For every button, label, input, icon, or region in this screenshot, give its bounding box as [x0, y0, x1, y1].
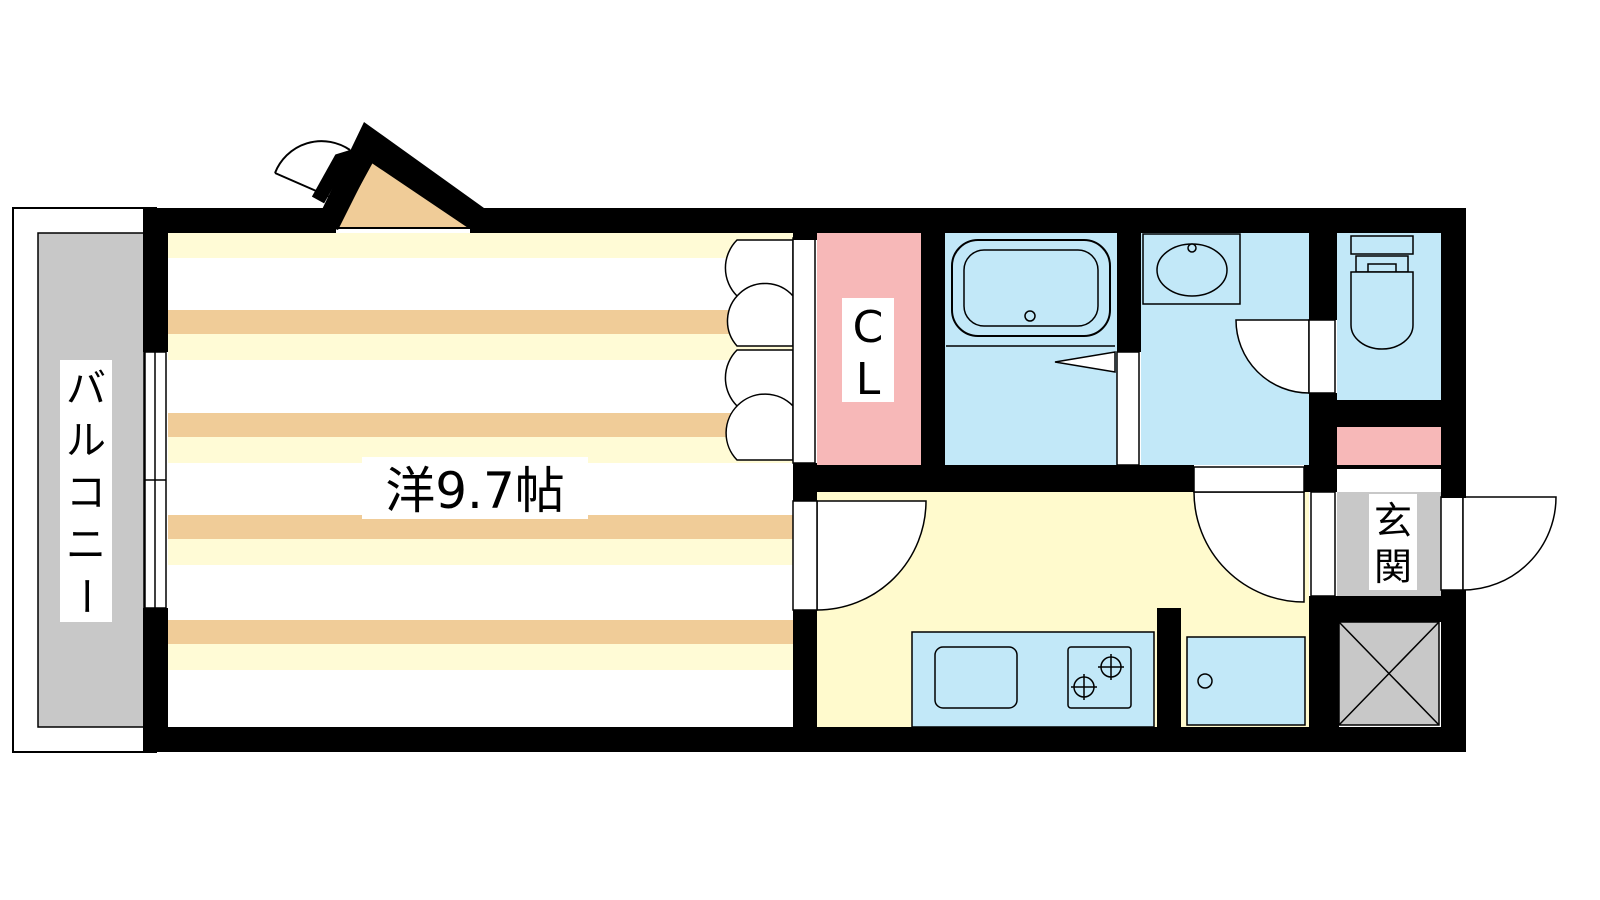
- washer-outlet: [1197, 673, 1213, 689]
- toilet-hinge-detail: [1367, 263, 1397, 273]
- wall: [143, 208, 336, 233]
- wall: [470, 208, 1466, 233]
- bathtub-inner: [963, 249, 1099, 327]
- balcony-label-char-5: ー: [62, 576, 108, 616]
- kitchen: [792, 466, 1309, 728]
- bay-window: [274, 122, 484, 230]
- wall: [1309, 596, 1466, 622]
- toilet-tank: [1350, 235, 1414, 255]
- floor-stripe: [168, 539, 793, 565]
- entrance-inner-frame: [1310, 491, 1336, 597]
- floor-stripe: [168, 334, 793, 360]
- closet-label-bg: [842, 298, 894, 402]
- wall: [143, 608, 168, 752]
- floor-stripe: [168, 620, 793, 644]
- storage-closet: [1338, 621, 1440, 726]
- toilet-room: [1337, 232, 1441, 400]
- wall: [1337, 465, 1441, 469]
- wall: [793, 208, 817, 240]
- closet-label-c: C: [853, 302, 884, 353]
- kitchen-door-swing: [816, 500, 927, 611]
- room-label-bg: [362, 457, 588, 519]
- closet: C L: [724, 232, 921, 465]
- front-door-frame: [1440, 496, 1464, 591]
- wall: [143, 208, 168, 352]
- washroom-door-swing: [1235, 319, 1310, 394]
- floor-stripe: [168, 413, 793, 437]
- washroom-door-frame: [1308, 319, 1336, 394]
- wall: [1309, 208, 1337, 320]
- bathroom-door-folding: [1054, 351, 1116, 373]
- washroom-entry-door-swing: [1193, 491, 1305, 603]
- storage-cross-icon: [1338, 621, 1440, 726]
- wall: [1441, 208, 1466, 498]
- kitchen-door-frame: [792, 500, 818, 611]
- wall: [793, 610, 817, 752]
- burner-icon: [1098, 654, 1124, 680]
- wall: [1304, 465, 1337, 492]
- faucet: [1187, 243, 1197, 253]
- entrance-label-2: 関: [1374, 545, 1412, 589]
- floor-stripe: [168, 233, 793, 258]
- closet-door-swing: [725, 393, 794, 461]
- closet-door-frame: [792, 237, 816, 464]
- closet-door-swing: [726, 282, 794, 347]
- western-room: 洋9.7帖: [168, 230, 793, 727]
- bay-window-swing-leaf: [274, 172, 331, 198]
- entrance: 玄 関: [1310, 491, 1557, 597]
- washroom: [1141, 232, 1336, 465]
- washroom-entry-door-frame: [1193, 466, 1305, 493]
- wall: [1157, 608, 1181, 727]
- shoe-storage: [1337, 427, 1441, 465]
- wall: [793, 465, 1194, 492]
- bathroom-door-frame: [1116, 351, 1140, 466]
- balcony-label-char-3: コ: [66, 470, 106, 516]
- bathtub-drain: [1024, 310, 1036, 322]
- balcony-label-bg: [60, 360, 112, 622]
- room-label-western: 洋9.7帖: [385, 462, 565, 520]
- kitchen-sink: [934, 646, 1018, 709]
- wall: [921, 208, 945, 492]
- balcony-label-char-1: バ: [66, 366, 106, 412]
- bay-window-swing: [274, 140, 351, 174]
- floor-stripe: [168, 310, 793, 334]
- bay-window-sash: [311, 144, 354, 204]
- balcony-label-char-4: ニ: [66, 522, 106, 568]
- balcony-label-char-2: ル: [66, 418, 106, 464]
- wall: [1117, 208, 1141, 352]
- closet-label-l: L: [856, 354, 881, 405]
- balcony-window: [144, 351, 167, 609]
- front-door-swing: [1462, 496, 1557, 591]
- burner-icon: [1071, 674, 1097, 700]
- floor-stripe: [168, 644, 793, 670]
- wall: [1309, 400, 1466, 427]
- walls: [143, 208, 1466, 752]
- stove: [1067, 646, 1132, 709]
- entrance-label-bg: [1369, 494, 1417, 590]
- refrigerator-space: [1186, 636, 1306, 726]
- balcony: バ ル コ ニ ー: [12, 207, 157, 753]
- toilet-bowl: [1350, 271, 1414, 350]
- bathroom: [945, 232, 1140, 466]
- bay-window-wall: [316, 122, 484, 230]
- entrance-label-1: 玄: [1374, 499, 1412, 543]
